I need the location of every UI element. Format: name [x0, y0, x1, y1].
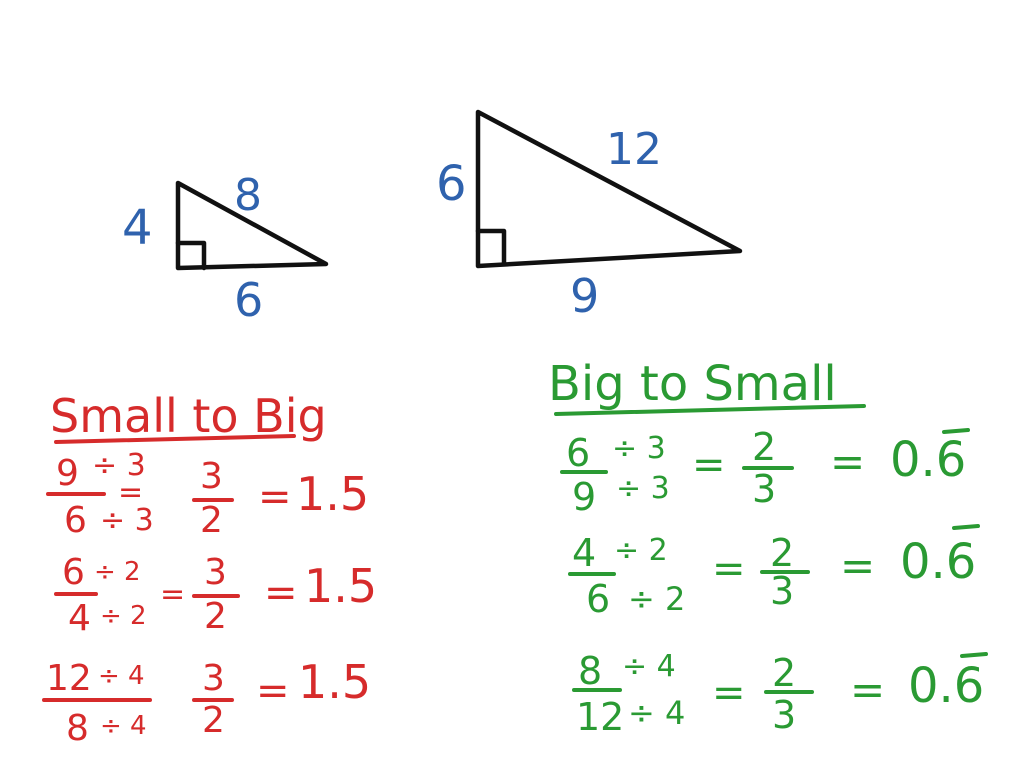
- row-1-denominator-divisor: ÷ 3: [100, 503, 154, 538]
- big-side-hypotenuse-label: 12: [606, 124, 662, 175]
- small-to-big-row-3: 12 ÷ 4 8 ÷ 4 3 2 = 1.5: [42, 655, 371, 749]
- small-to-big-section: Small to Big 9 ÷ 3 = 6 ÷ 3 3 2 = 1.5 6 ÷…: [42, 389, 377, 749]
- g-row-3-repeat-bar: [960, 652, 988, 658]
- g-row-1-repeat-bar: [942, 428, 970, 434]
- row-1-equals: =: [118, 475, 143, 510]
- row-2-result: 1.5: [304, 559, 377, 613]
- row-2-equals: =: [160, 577, 185, 612]
- g-row-1-numerator-divisor: ÷ 3: [612, 431, 666, 466]
- row-1-result-numerator: 3: [200, 456, 223, 497]
- row-2-result-denominator: 2: [204, 596, 227, 637]
- big-to-small-row-3: 8 ÷ 4 12 ÷ 4 = 2 3 = 0.6: [572, 649, 988, 739]
- big-side-left-label: 6: [436, 156, 467, 212]
- g-row-3-result-denominator: 3: [772, 693, 796, 737]
- small-triangle: 4 8 6: [122, 170, 329, 327]
- small-side-hypotenuse-label: 8: [234, 170, 262, 221]
- g-row-2-numerator-divisor: ÷ 2: [614, 533, 668, 568]
- g-row-2-numerator: 4: [572, 531, 596, 575]
- g-row-3-equals: =: [712, 670, 746, 716]
- row-3-result: 1.5: [298, 655, 371, 709]
- small-triangle-outline: [175, 180, 329, 271]
- big-to-small-row-2: 4 ÷ 2 6 ÷ 2 = 2 3 = 0.6: [568, 524, 980, 621]
- small-to-big-underline: [54, 434, 296, 444]
- big-side-bottom-label: 9: [570, 269, 599, 323]
- big-to-small-heading: Big to Small: [548, 356, 837, 412]
- g-row-3-numerator: 8: [578, 649, 602, 693]
- g-row-3-denominator: 12: [576, 695, 624, 739]
- big-to-small-underline: [554, 404, 866, 416]
- g-row-1-result-numerator: 2: [752, 425, 776, 469]
- row-1-numerator-divisor: ÷ 3: [92, 448, 146, 483]
- g-row-3-equals-2: =: [850, 665, 885, 714]
- g-row-1-numerator: 6: [566, 431, 590, 475]
- row-3-denominator-divisor: ÷ 4: [100, 711, 147, 741]
- g-row-1-equals: =: [692, 442, 726, 488]
- g-row-1-denominator-divisor: ÷ 3: [616, 471, 670, 506]
- small-to-big-row-2: 6 ÷ 2 = 4 ÷ 2 3 2 = 1.5: [54, 552, 377, 639]
- row-2-numerator-divisor: ÷ 2: [94, 557, 141, 587]
- g-row-1-result-denominator: 3: [752, 467, 776, 511]
- big-triangle: 6 12 9: [436, 109, 743, 323]
- row-1-equals-2: =: [258, 474, 292, 520]
- row-2-denominator-divisor: ÷ 2: [100, 601, 147, 631]
- row-3-equals-2: =: [256, 668, 290, 714]
- big-triangle-outline: [475, 109, 743, 269]
- row-2-numerator: 6: [62, 552, 85, 593]
- g-row-1-result: 0.6: [890, 432, 966, 488]
- g-row-3-denominator-divisor: ÷ 4: [628, 694, 685, 732]
- g-row-2-denominator-divisor: ÷ 2: [628, 580, 685, 618]
- g-row-2-repeat-bar: [952, 524, 980, 530]
- small-side-bottom-label: 6: [234, 273, 263, 327]
- row-2-denominator: 4: [68, 598, 91, 639]
- small-to-big-heading: Small to Big: [50, 389, 327, 443]
- g-row-2-result-numerator: 2: [770, 531, 794, 575]
- big-to-small-row-1: 6 ÷ 3 9 ÷ 3 = 2 3 = 0.6: [560, 425, 970, 519]
- g-row-2-result: 0.6: [900, 534, 976, 590]
- row-2-equals-2: =: [264, 570, 298, 616]
- small-right-angle-mark: [175, 240, 207, 271]
- g-row-2-denominator: 6: [586, 577, 610, 621]
- row-3-numerator-divisor: ÷ 4: [98, 661, 145, 691]
- g-row-3-numerator-divisor: ÷ 4: [622, 649, 676, 684]
- g-row-2-result-denominator: 3: [770, 569, 794, 613]
- row-1-result-denominator: 2: [200, 500, 223, 541]
- row-3-numerator: 12: [46, 658, 92, 699]
- g-row-3-result: 0.6: [908, 658, 984, 714]
- small-side-left-label: 4: [122, 200, 153, 256]
- row-3-result-denominator: 2: [202, 700, 225, 741]
- row-3-denominator: 8: [66, 708, 89, 749]
- g-row-3-result-numerator: 2: [772, 651, 796, 695]
- big-right-angle-mark: [475, 228, 507, 267]
- g-row-1-denominator: 9: [572, 475, 596, 519]
- g-row-2-equals: =: [712, 546, 746, 592]
- g-row-2-equals-2: =: [840, 541, 875, 590]
- row-1-numerator: 9: [56, 453, 79, 494]
- small-to-big-row-1: 9 ÷ 3 = 6 ÷ 3 3 2 = 1.5: [46, 448, 369, 541]
- g-row-1-equals-2: =: [830, 437, 865, 486]
- big-to-small-section: Big to Small 6 ÷ 3 9 ÷ 3 = 2 3 = 0.6 4 ÷…: [548, 356, 988, 739]
- row-1-denominator: 6: [64, 500, 87, 541]
- row-3-result-numerator: 3: [202, 658, 225, 699]
- row-1-result: 1.5: [296, 467, 369, 521]
- row-2-result-numerator: 3: [204, 552, 227, 593]
